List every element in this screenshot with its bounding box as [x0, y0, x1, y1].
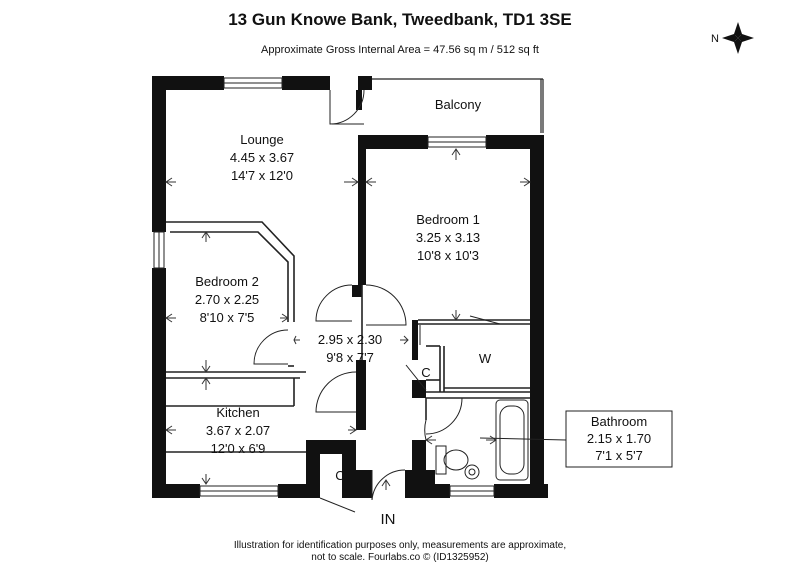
bedroom1-metric: 3.25 x 3.13	[416, 230, 480, 245]
kitchen-imperial: 12'0 x 6'9	[211, 441, 266, 456]
doors	[253, 89, 501, 513]
bedroom2-name: Bedroom 2	[195, 274, 259, 289]
kitchen-name: Kitchen	[216, 405, 259, 420]
bathroom-callout: Bathroom 2.15 x 1.70 7'1 x 5'7	[479, 410, 673, 468]
bathroom-fixtures	[435, 399, 529, 481]
balcony-name: Balcony	[435, 97, 482, 112]
wardrobe-name: W	[479, 351, 492, 366]
bedroom1-name: Bedroom 1	[416, 212, 480, 227]
kitchen-metric: 3.67 x 2.07	[206, 423, 270, 438]
plan-title: 13 Gun Knowe Bank, Tweedbank, TD1 3SE	[228, 10, 572, 29]
bathroom-name: Bathroom	[591, 414, 647, 429]
bedroom2-imperial: 8'10 x 7'5	[200, 310, 255, 325]
kitchen-cupboard-name: C	[335, 468, 344, 483]
bedroom2-metric: 2.70 x 2.25	[195, 292, 259, 307]
thin-walls	[166, 221, 530, 453]
area-subtitle: Approximate Gross Internal Area = 47.56 …	[261, 44, 539, 56]
footer-disclaimer-line1: Illustration for identification purposes…	[233, 540, 567, 551]
bedroom1-imperial: 10'8 x 10'3	[417, 248, 479, 263]
lounge-imperial: 14'7 x 12'0	[231, 168, 293, 183]
windows	[153, 77, 495, 497]
hall-imperial: 9'8 x 7'7	[326, 350, 374, 365]
hall-cupboard-name: C	[421, 365, 430, 380]
hall-metric: 2.95 x 2.30	[318, 332, 382, 347]
bathroom-metric: 2.15 x 1.70	[587, 431, 651, 446]
walls	[152, 76, 548, 498]
lounge-name: Lounge	[240, 132, 283, 147]
entrance-label: IN	[381, 511, 396, 528]
compass-icon: N	[711, 22, 754, 54]
footer-disclaimer-line2: not to scale. Fourlabs.co © (ID1325952)	[311, 552, 489, 563]
lounge-metric: 4.45 x 3.67	[230, 150, 294, 165]
balcony-area	[370, 78, 544, 133]
room-labels: Lounge 4.45 x 3.67 14'7 x 12'0 Balcony B…	[195, 97, 492, 483]
bathroom-imperial: 7'1 x 5'7	[595, 448, 643, 463]
compass-north-label: N	[711, 33, 719, 45]
dimension-arrows	[165, 148, 531, 490]
